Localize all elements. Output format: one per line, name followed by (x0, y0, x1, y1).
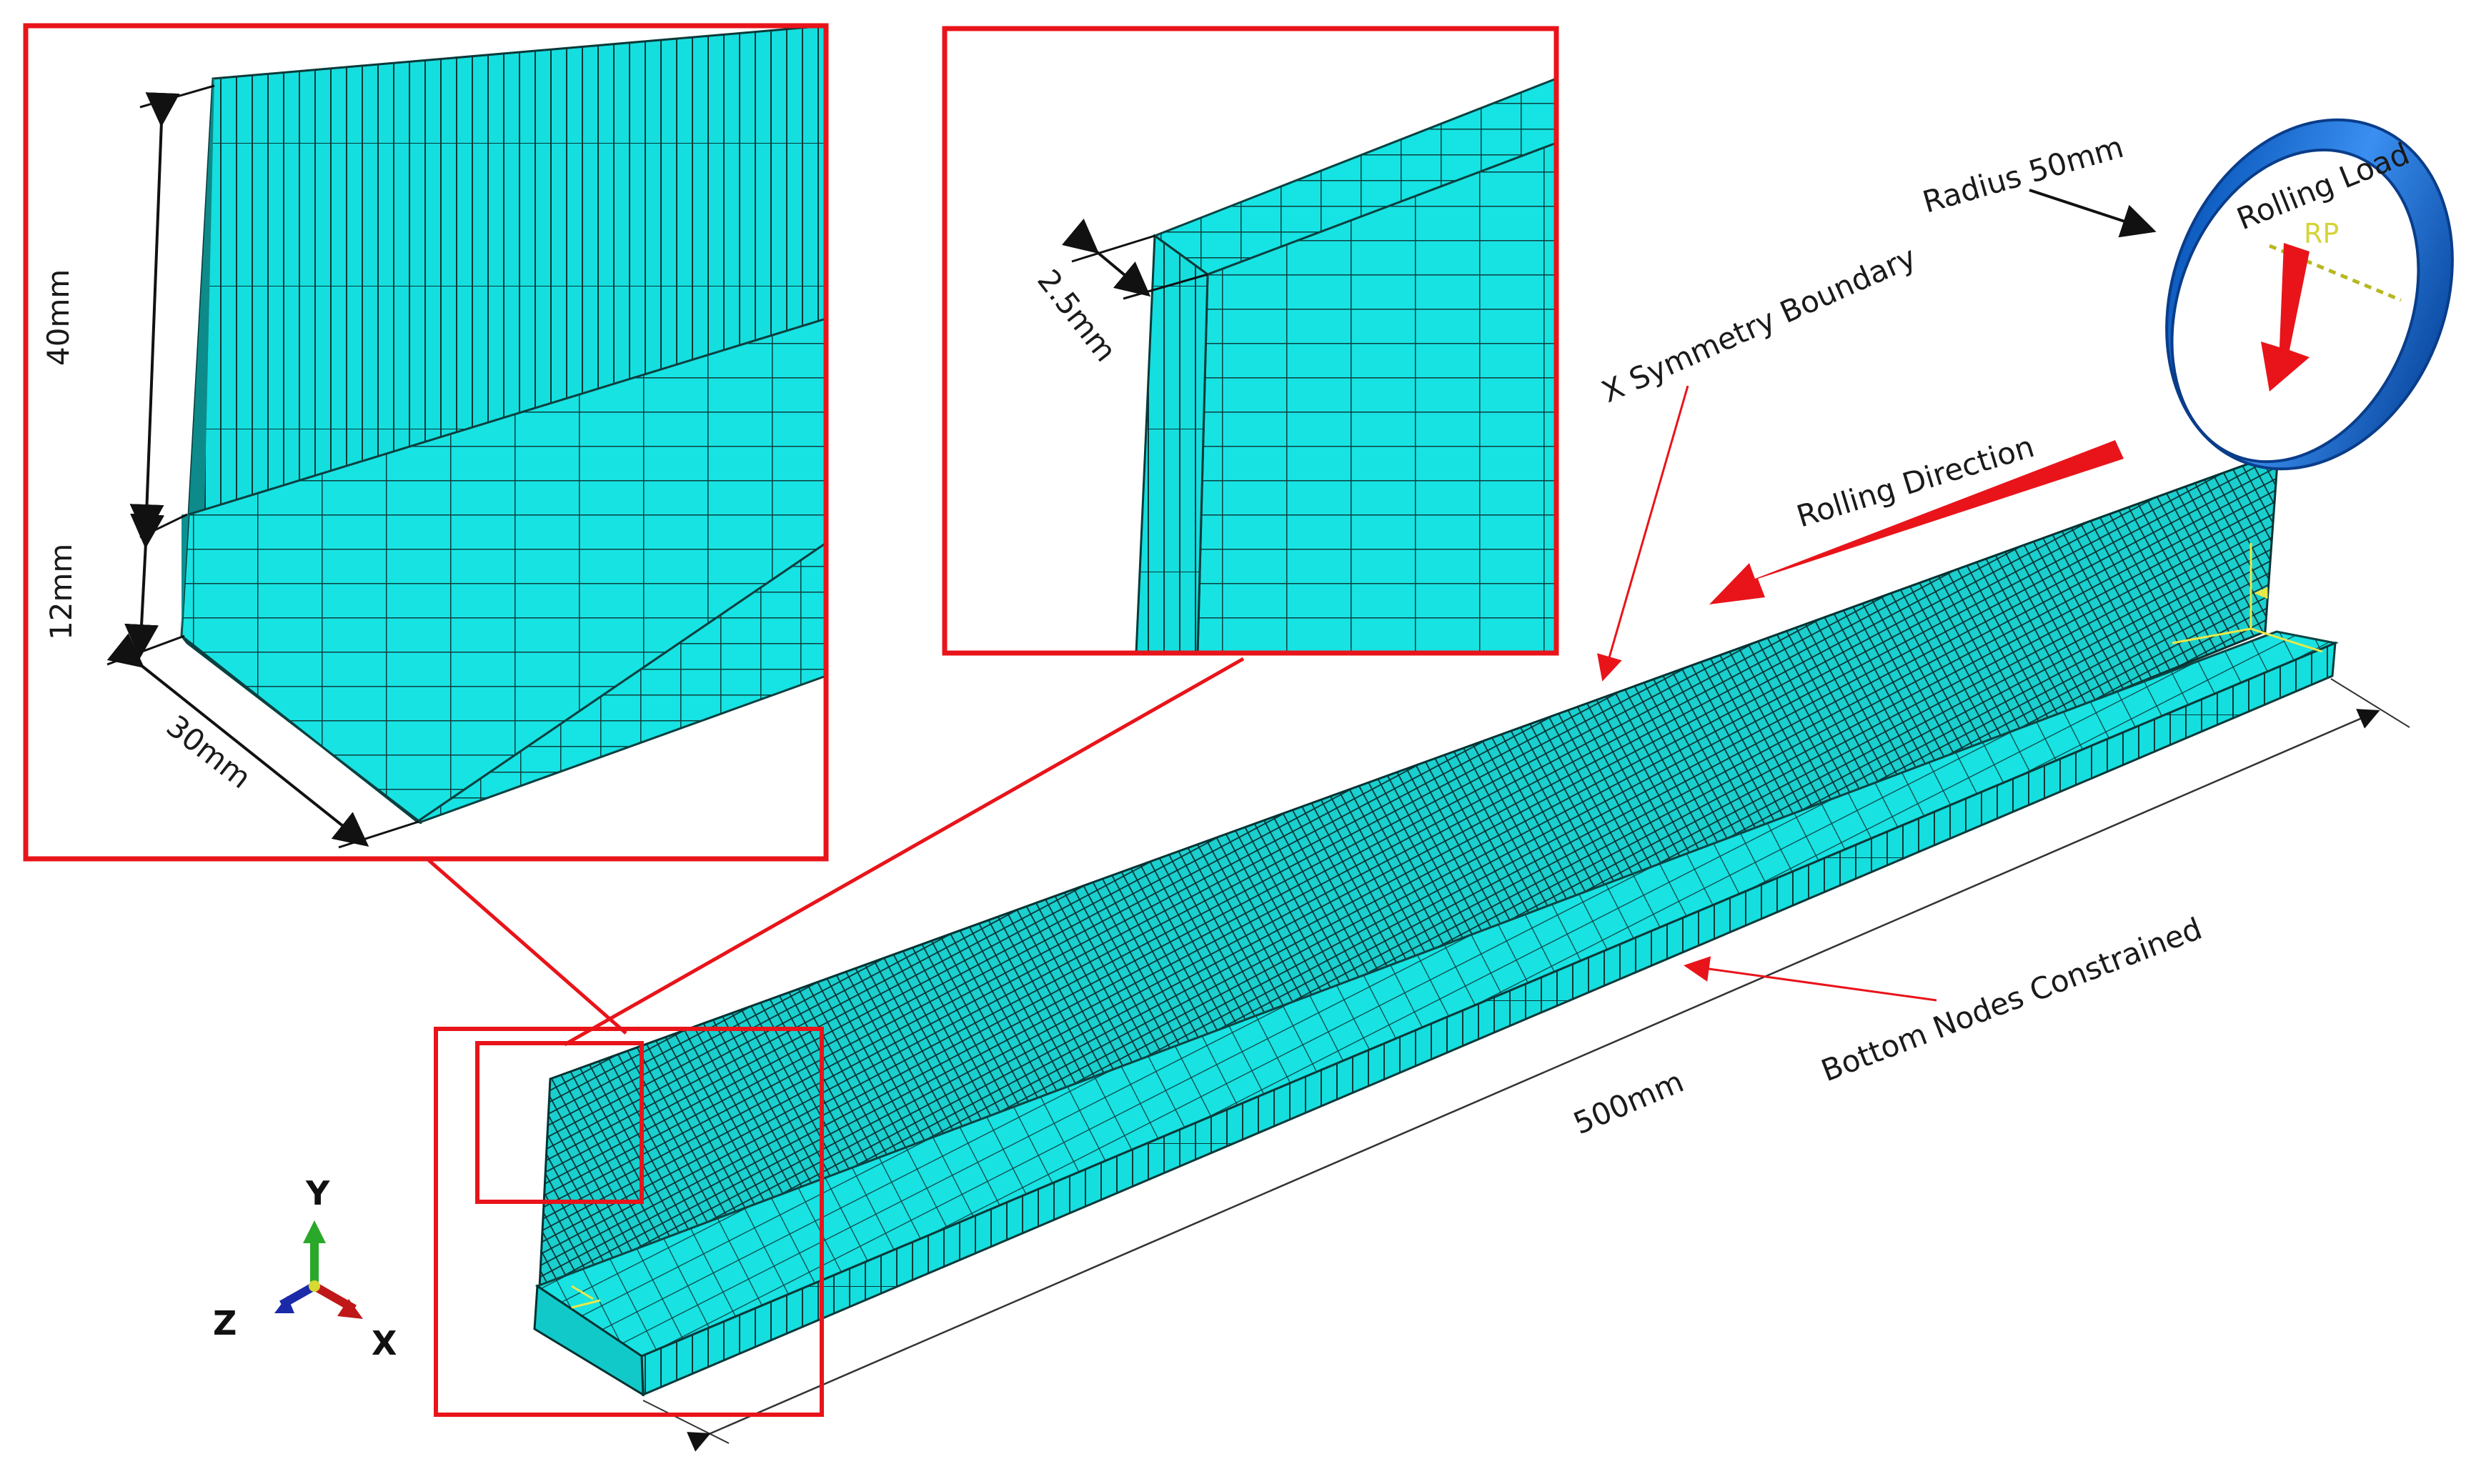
x-symmetry-label: X Symmetry Boundary (1596, 239, 1921, 409)
inset1-frame (23, 23, 829, 862)
dim-40mm-label: 40mm (41, 269, 76, 366)
triad-x-label: X (372, 1324, 397, 1363)
rolling-load-arrow (2261, 243, 2310, 392)
bottom-nodes-constrained: Bottom Nodes Constrained (1684, 911, 2207, 1089)
radius-label: Radius 50mm (1919, 129, 2127, 220)
inset-cross-section: 40mm 12mm 30mm (23, 23, 829, 862)
rolling-direction-arrow (1709, 440, 2124, 604)
reference-point-icon (2172, 543, 2323, 653)
triad-y-label: Y (305, 1174, 330, 1212)
bottom-nodes-label: Bottom Nodes Constrained (1816, 911, 2207, 1089)
beam-end-face (533, 1284, 645, 1397)
dim-500mm-label: 500mm (1568, 1064, 1689, 1141)
inset2-frame (942, 26, 1559, 656)
triad-z-label: Z (213, 1304, 237, 1343)
axis-triad-icon: Y Z X (213, 1174, 397, 1363)
inset-web-tip: 2.5mm (942, 26, 1559, 656)
dim-12mm-label: 12mm (44, 544, 79, 640)
reference-point-icon (571, 1285, 601, 1309)
zoom-region-tip (475, 1041, 644, 1204)
zoom-region-corner (434, 1027, 824, 1417)
roller-rp-label: RP (2304, 218, 2339, 249)
